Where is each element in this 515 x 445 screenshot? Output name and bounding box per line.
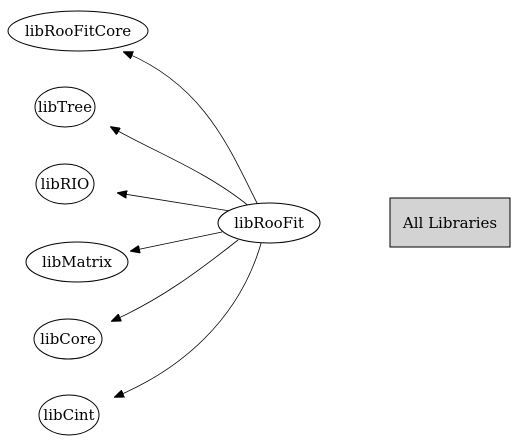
node-libcint[interactable]: libCint <box>38 394 100 436</box>
node-label: libRooFit <box>234 214 304 232</box>
edge-roofit-to-matrix <box>131 231 223 251</box>
node-label: libRIO <box>41 175 90 193</box>
node-libroofitcore[interactable]: libRooFitCore <box>7 10 149 52</box>
edge-roofit-to-cint <box>115 239 263 397</box>
all-libraries-label: All Libraries <box>402 214 497 232</box>
edge-roofit-to-core <box>112 239 239 321</box>
node-label: libTree <box>38 98 92 116</box>
edge-roofit-to-roofitcore <box>124 52 259 206</box>
edge-roofit-to-rio <box>118 193 231 212</box>
edge-roofit-to-tree <box>111 127 251 208</box>
node-label: libCint <box>43 406 94 424</box>
node-label: libMatrix <box>42 253 112 271</box>
node-libtree[interactable]: libTree <box>34 86 96 128</box>
node-label: libCore <box>40 330 96 348</box>
all-libraries-button[interactable]: All Libraries <box>389 197 511 248</box>
node-label: libRooFitCore <box>25 22 131 40</box>
node-libmatrix[interactable]: libMatrix <box>25 241 129 283</box>
node-libcore[interactable]: libCore <box>33 318 103 360</box>
node-libroofit[interactable]: libRooFit <box>217 202 321 244</box>
node-librio[interactable]: libRIO <box>35 163 95 205</box>
